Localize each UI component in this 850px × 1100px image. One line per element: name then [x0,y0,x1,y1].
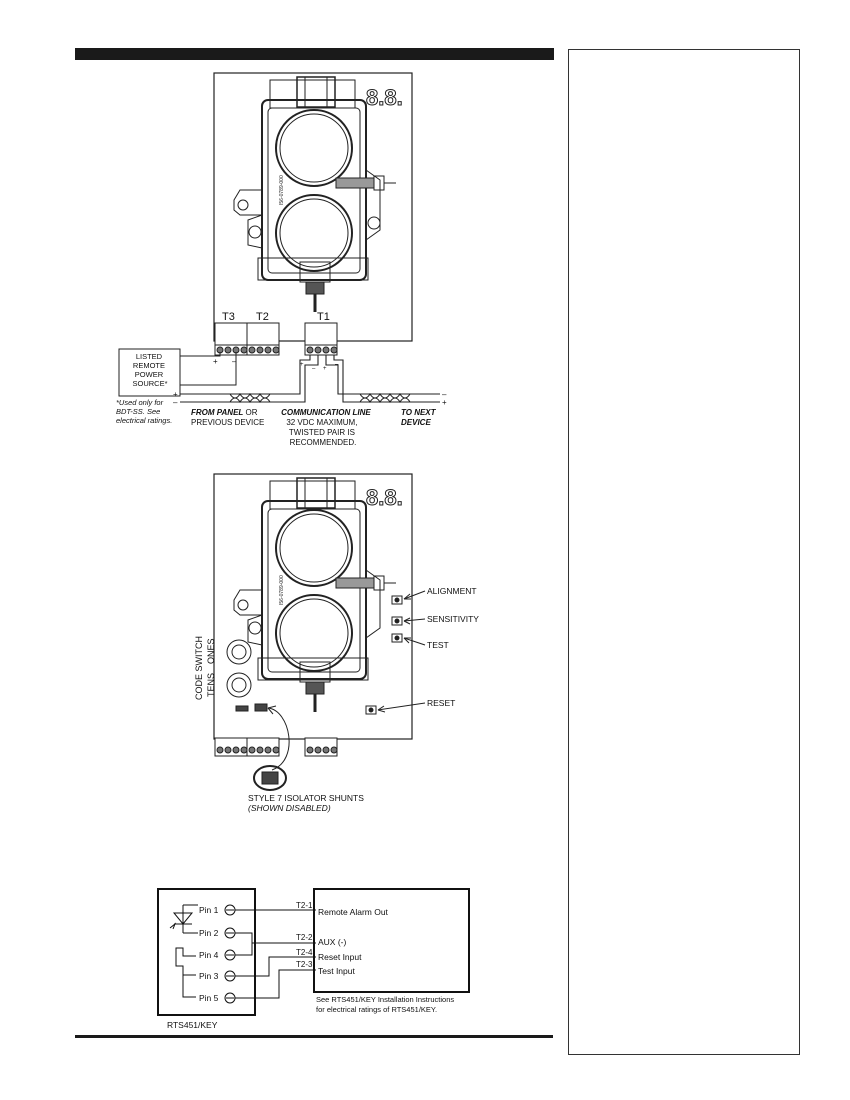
fig3-interconnect-wires [235,909,316,999]
fig1-power-minus: – [232,357,237,366]
fig2-isolator-shunts-callout [253,705,290,791]
fig1-comm-line-label: COMMUNICATION LINE 32 VDC MAXIMUM, TWIST… [281,408,373,447]
fig1-panel-plus: + [173,390,178,399]
fig1-detector-module [233,76,396,312]
fig3-device-label: RTS451/KEY [167,1020,218,1030]
fig3-wire-labels: T2-1 T2-2 T2-4 T2-3 [296,901,315,969]
fig2-pushbuttons [365,595,403,715]
fig3-function-labels: Remote Alarm Out AUX (-) Reset Input Tes… [318,907,390,976]
sidebar-panel [568,49,800,1055]
fig2-code-switch-label: CODE SWITCH [194,636,204,700]
fig1-power-source-box [118,348,181,397]
fig2-shunts-sublabel: (SHOWN DISABLED) [248,803,331,813]
fig2-tens-label: TENS [206,673,216,697]
fig2-label-test: TEST [427,640,449,650]
header-bar [75,48,554,60]
fig3-pin-labels: Pin 1 Pin 2 Pin 4 Pin 3 Pin 5 [199,905,221,1003]
fig2-board-outline [213,473,413,740]
fig1-t1-plus-out: + [323,366,327,372]
fig1-panel-minus: – [173,398,178,407]
fig2-button-leaders [377,590,426,713]
fig1-t1-minus-in: – [312,366,316,372]
fig2-detector-module [226,477,396,712]
fig3-detector-box [313,888,470,993]
fig2-label-alignment: ALIGNMENT [427,586,477,596]
fig2-label-reset: RESET [427,698,455,708]
fig1-t1-plus-in: + [300,362,304,368]
fig1-previous-device-label: PREVIOUS DEVICE [191,418,264,427]
fig1-power-plus: + [213,357,218,366]
fig2-label-sensitivity: SENSITIVITY [427,614,479,624]
fig1-next-minus: – [442,390,447,399]
fig2-terminal-blocks [214,737,338,757]
fig1-power-source-label: LISTED REMOTE POWER SOURCE* [132,352,167,388]
fig1-board-outline [213,72,413,342]
fig1-display-digits: 8.8. [366,85,403,110]
fig2-part-number: I56-0789-000 [279,575,285,605]
fig1-terminal-t2: T2 [256,311,269,323]
fig2-shunts-label: STYLE 7 ISOLATOR SHUNTS [248,793,364,803]
fig1-from-panel-label: FROM PANEL OR [191,408,258,417]
fig1-comm-line-wires [180,355,440,404]
fig1-footnote: *Used only for BDT-SS. See electrical ra… [116,398,172,425]
fig1-next-plus: + [442,398,447,407]
fig2-ones-label: ONES [206,638,216,664]
fig2-display-digits: 8.8. [366,485,403,510]
fig1-t1-minus-out: – [335,362,339,368]
fig3-rts451-internals [169,904,198,998]
fig1-to-next-device-label: TO NEXT DEVICE [401,408,438,427]
fig1-terminal-t3: T3 [222,311,235,323]
fig3-note: See RTS451/KEY Installation Instructions… [316,995,456,1014]
footer-rule [75,1035,553,1038]
fig1-power-wires [180,352,237,386]
fig1-part-number: I56-0789-000 [279,175,285,205]
fig1-terminal-blocks [214,322,338,356]
fig1-terminal-t1: T1 [317,311,330,323]
